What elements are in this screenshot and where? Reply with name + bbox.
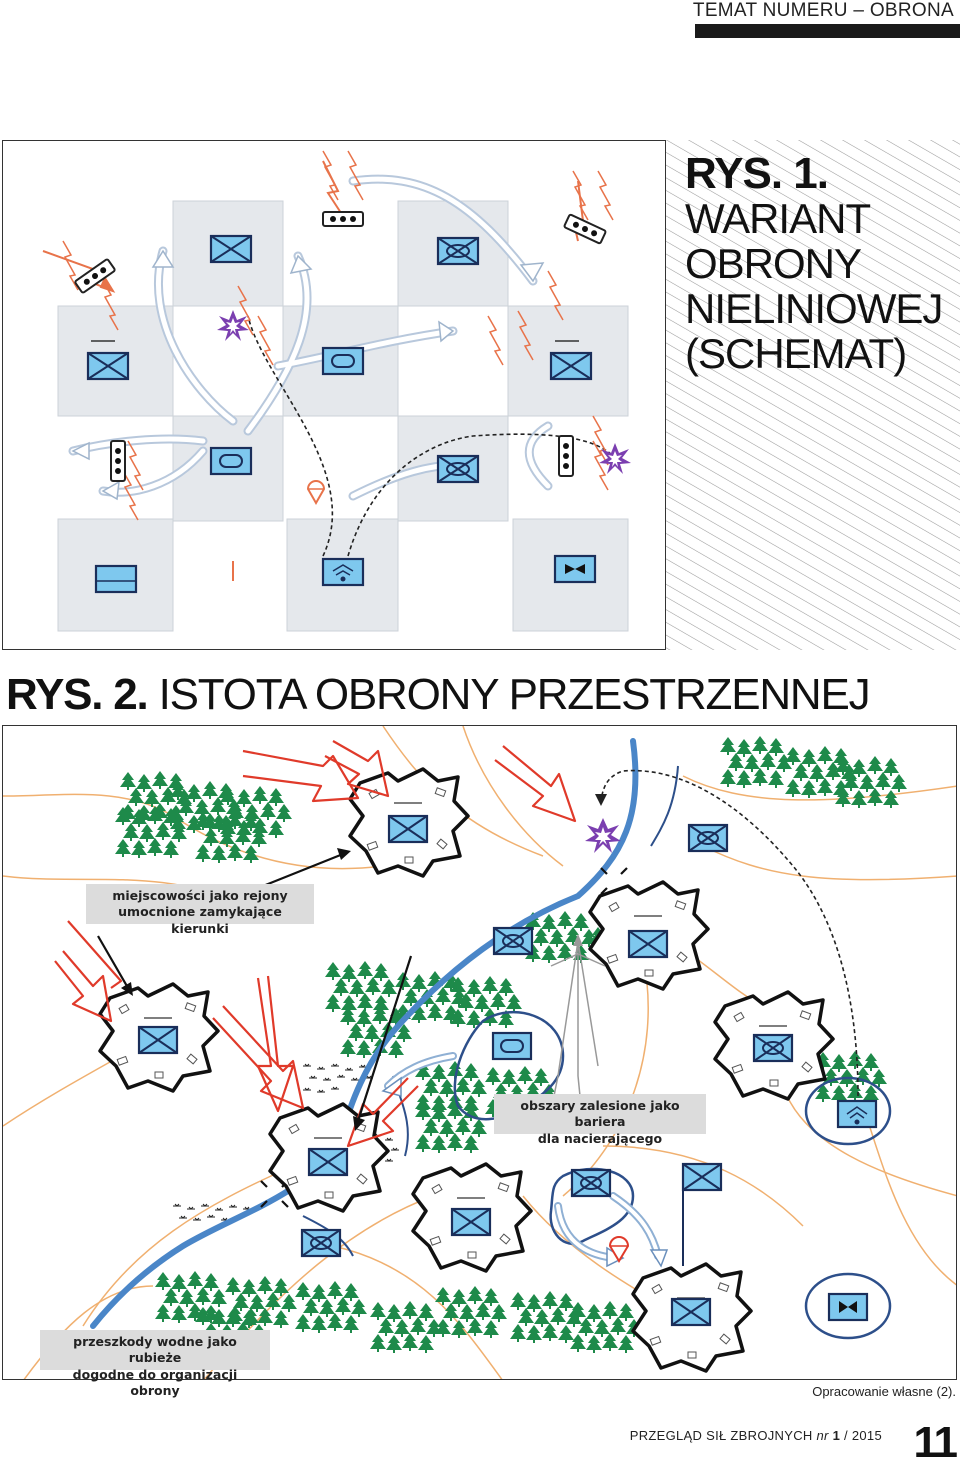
callout-line: dogodne do organizacji obrony <box>72 1366 238 1398</box>
figure1-title-line: NIELINIOWEJ <box>685 284 943 332</box>
footer: PRZEGLĄD SIŁ ZBROJNYCH nr 1 / 2015 <box>630 1428 882 1443</box>
page-number: 11 <box>913 1418 957 1467</box>
hatch-pattern <box>666 140 960 650</box>
figure1-title-line: WARIANT <box>685 195 871 243</box>
callout-line: umocnione zamykające kierunki <box>118 904 282 936</box>
callout-line: obszary zalesione jako bariera <box>520 1098 680 1130</box>
figure1-title-line: OBRONY <box>685 240 862 288</box>
callout-forests: obszary zalesione jako bariera dla nacie… <box>494 1094 706 1146</box>
figure1-label: RYS. 1. <box>685 149 829 198</box>
footer-magazine: PRZEGLĄD SIŁ ZBROJNYCH <box>629 1428 813 1443</box>
source-note: Opracowanie własne (2). <box>812 1384 956 1399</box>
callout-line: dla nacierającego <box>537 1130 663 1146</box>
footer-year: / 2015 <box>844 1428 882 1443</box>
figure2-map <box>2 725 957 1380</box>
header-bar <box>695 24 960 38</box>
section-header: TEMAT NUMERU – OBRONA <box>692 0 954 21</box>
callout-water: przeszkody wodne jako rubieże dogodne do… <box>40 1330 270 1398</box>
figure1-title-line: (SCHEMAT) <box>685 329 907 377</box>
figure1-title: RYS. 1. WARIANT OBRONY NIELINIOWEJ (SCHE… <box>685 150 955 377</box>
figure2-title: RYS. 2. ISTOTA OBRONY PRZESTRZENNEJ <box>6 670 871 720</box>
callout-line: przeszkody wodne jako rubieże <box>73 1334 237 1366</box>
footer-nr-label: nr <box>816 1428 829 1443</box>
figure2-label: RYS. 2. <box>6 670 149 719</box>
figure2-title-text: ISTOTA OBRONY PRZESTRZENNEJ <box>158 670 871 719</box>
callout-line: miejscowości jako rejony <box>112 888 288 903</box>
footer-issue: 1 <box>832 1428 841 1443</box>
figure1-diagram <box>2 140 666 650</box>
callout-towns: miejscowości jako rejony umocnione zamyk… <box>86 884 314 936</box>
